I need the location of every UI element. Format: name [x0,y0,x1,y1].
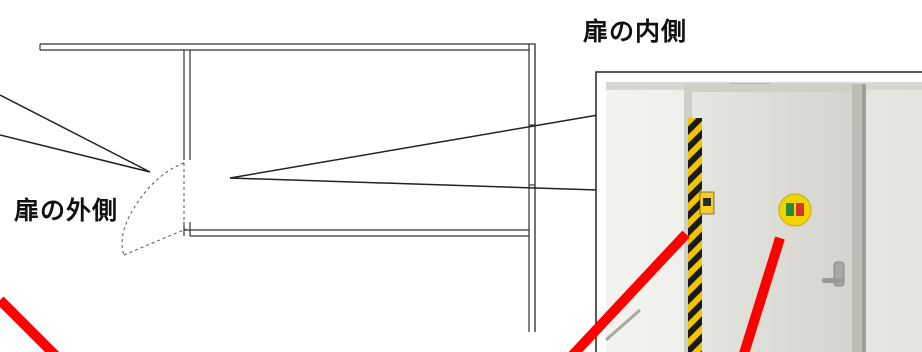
room-left-wall [183,50,191,160]
top-wall [40,43,536,332]
door-swing [121,162,187,256]
inside-view-callout [229,114,599,191]
red-line-photo-right [739,236,785,352]
emergency-exit-sticker-icon [778,193,812,227]
door-inside-label: 扉の内側 [583,17,688,46]
hazard-stripe [688,118,702,352]
caution-sticker-icon [699,191,715,215]
floor-plan [39,43,536,332]
room-bottom-wall [184,229,529,237]
red-line-left [0,296,60,352]
red-line-photo-left [568,230,690,352]
door-inside-photo [595,71,922,352]
door-handle-icon [822,261,845,287]
red-annotations [0,230,785,352]
door-outside-label: 扉の外側 [14,196,119,225]
outside-view-cone [0,94,151,173]
